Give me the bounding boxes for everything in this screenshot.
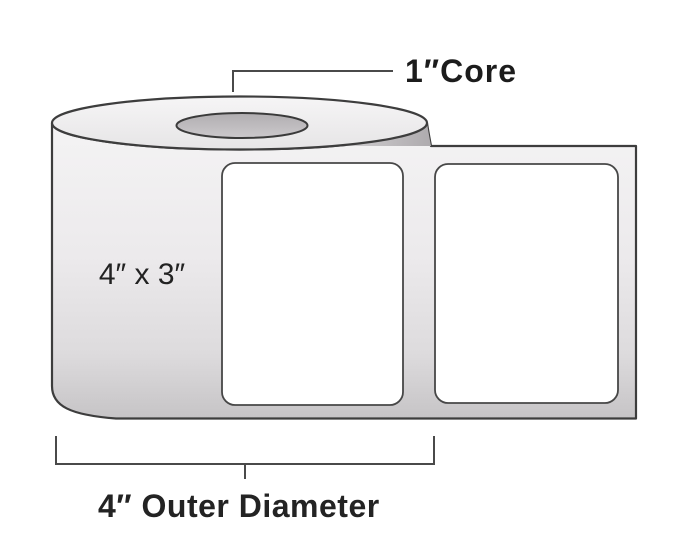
roll-face-size-label: 4″ x 3″ <box>98 258 186 291</box>
label-blank-1 <box>221 162 404 406</box>
outer-diameter-bracket <box>55 436 435 479</box>
label-blank-2 <box>434 163 619 404</box>
core-size-label: 1″Core <box>405 53 518 89</box>
outer-diameter-label: 4″ Outer Diameter <box>98 488 380 524</box>
core-hole-ellipse <box>175 112 309 139</box>
core-leader-line <box>232 70 393 92</box>
roll-side-shading <box>340 123 431 146</box>
